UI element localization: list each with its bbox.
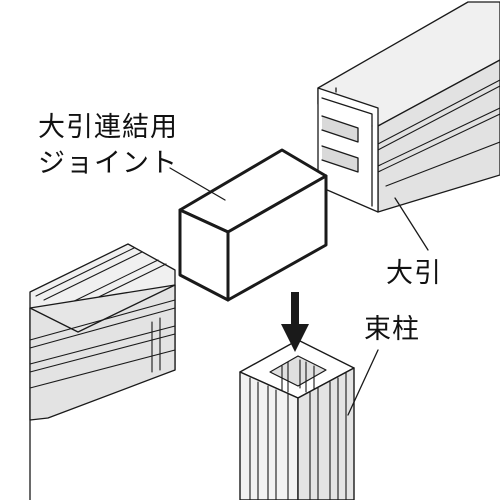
post-label: 束柱 [364, 314, 420, 345]
right-beam [317, 1, 500, 251]
post-callout-line [347, 349, 379, 416]
post-left-grooves [249, 377, 289, 500]
left-beam [29, 243, 176, 500]
joint-label-line2: ジョイント [38, 148, 178, 179]
joint-block [169, 148, 328, 302]
right-beam-grooves [377, 79, 500, 187]
post-left-face [239, 371, 299, 500]
post [239, 339, 379, 500]
right-beam-end-profile [317, 87, 379, 213]
post-right-face [297, 367, 355, 500]
beam-callout-line [394, 197, 429, 251]
beam-label: 大引 [386, 258, 442, 289]
down-arrow-icon [281, 324, 309, 352]
left-beam-side-grooves [29, 299, 176, 389]
joint-callout-line [169, 167, 226, 201]
post-right-grooves [309, 371, 347, 500]
insert-arrow [281, 292, 309, 352]
joint-block-side-face [226, 174, 328, 302]
post-hollow [269, 355, 327, 387]
joint-label-line1: 大引連結用 [38, 112, 178, 143]
